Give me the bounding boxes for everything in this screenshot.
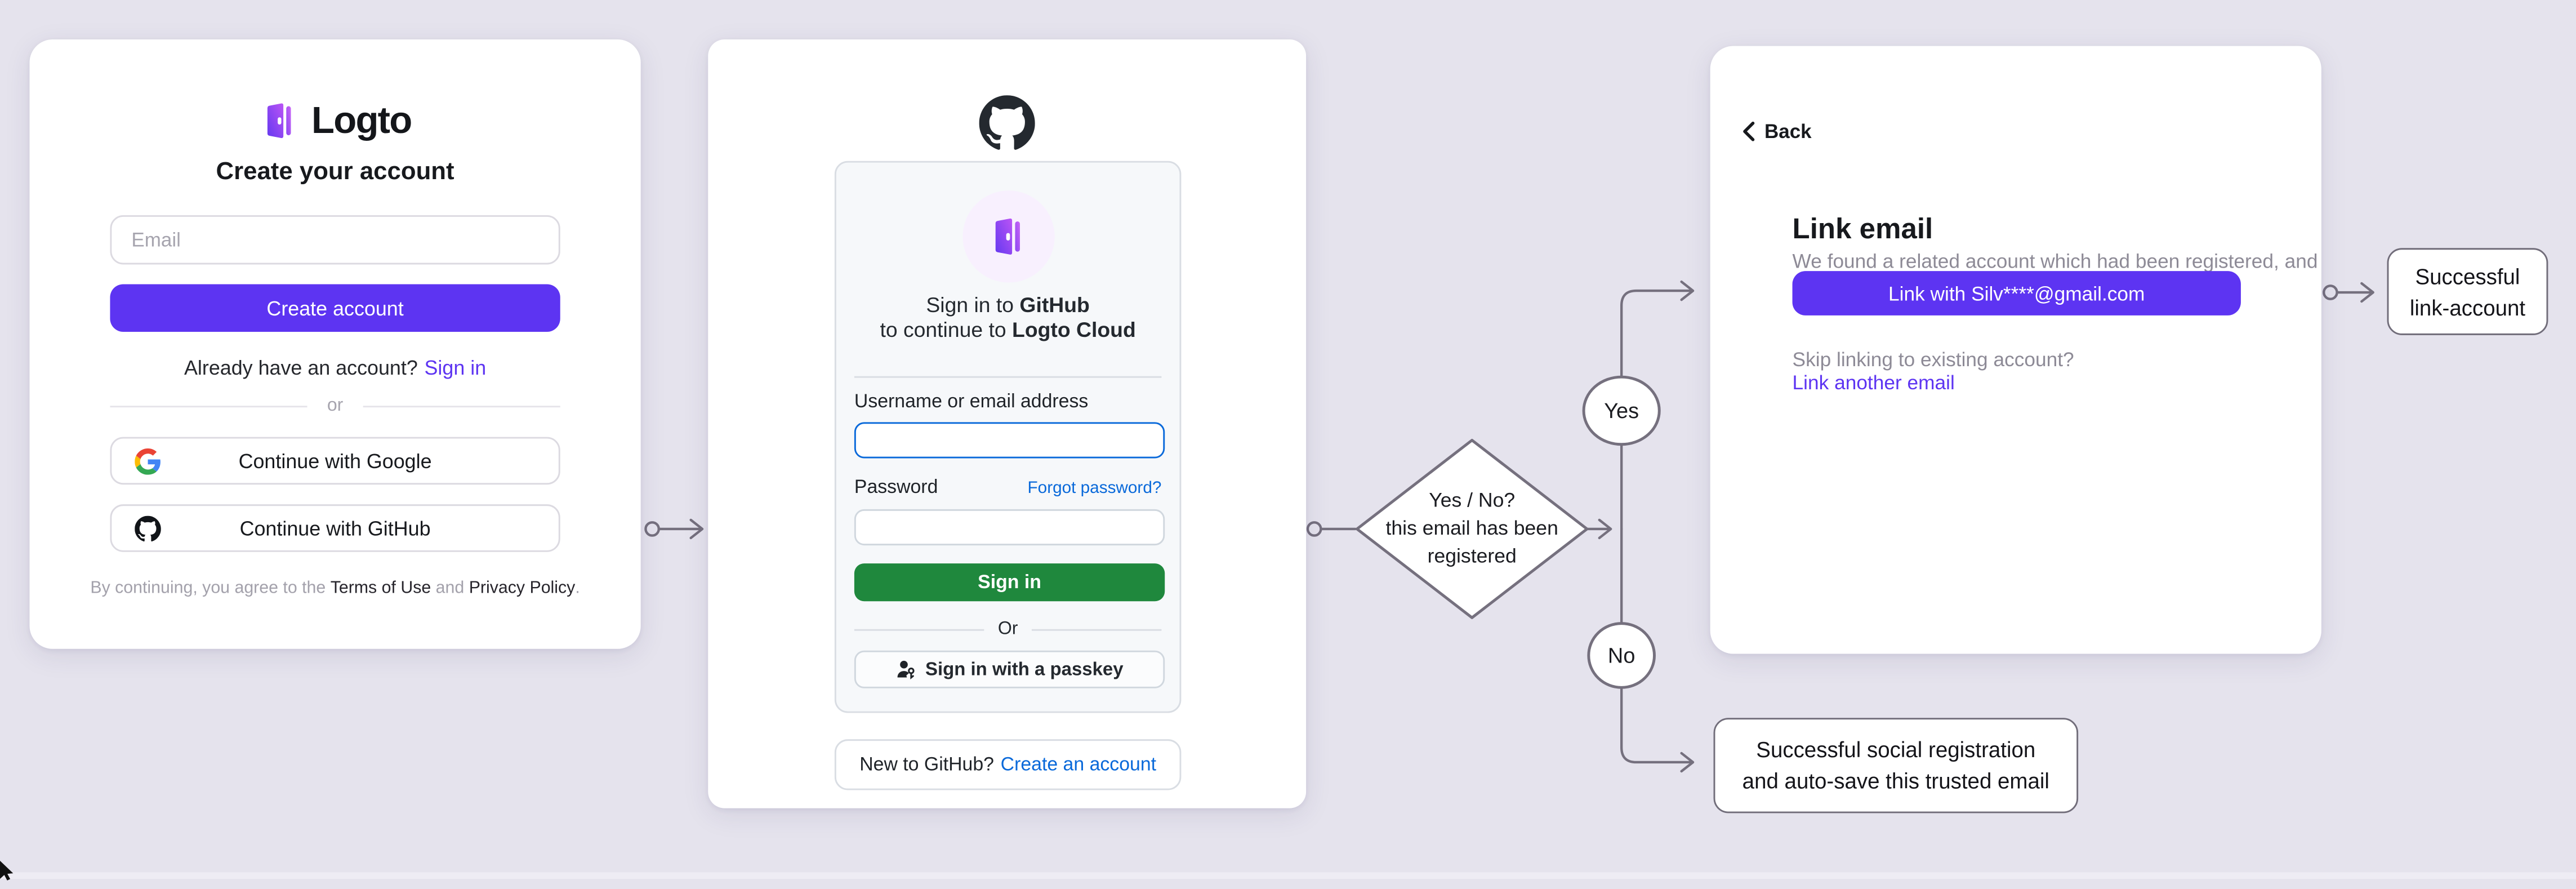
connector-decision-to-trunk — [1585, 518, 1612, 540]
signup-title: Create your account — [216, 157, 454, 186]
username-input[interactable] — [854, 422, 1165, 459]
outcome-link-account-box: Successful link-account — [2387, 248, 2548, 335]
connector-link-to-outcome — [2323, 282, 2374, 303]
link-email-panel: Back Link email We found a related accou… — [1710, 46, 2321, 654]
password-label: Password — [854, 476, 938, 498]
github-signin-panel: Sign in to GitHub to continue to Logto C… — [708, 39, 1307, 808]
github-signin-button[interactable]: Sign in — [854, 563, 1165, 602]
connector-yes-branch — [1620, 280, 1695, 531]
terms-prefix: By continuing, you agree to the — [90, 580, 331, 598]
github-or-label: Or — [997, 619, 1018, 639]
no-node-label: No — [1607, 643, 1635, 668]
github-footer-card: New to GitHub? Create an account — [834, 739, 1182, 790]
heading-line2-bold: Logto Cloud — [1012, 317, 1136, 342]
no-node — [1587, 622, 1656, 689]
passkey-icon — [895, 659, 917, 680]
link-another-email-link[interactable]: Link another email — [1792, 371, 1955, 394]
back-label: Back — [1764, 119, 1812, 143]
card-divider — [854, 376, 1162, 378]
create-github-account-link[interactable]: Create an account — [1000, 754, 1157, 776]
logto-logo-icon — [259, 100, 300, 141]
heading-line1-prefix: Sign in to — [926, 292, 1020, 317]
terms-and: and — [431, 580, 469, 598]
decision-label: Yes / No? this email has been registered — [1349, 487, 1595, 571]
continue-github-label: Continue with GitHub — [239, 517, 431, 540]
connector-github-to-decision — [1306, 521, 1357, 537]
email-input[interactable] — [110, 215, 560, 265]
continue-google-button[interactable]: Continue with Google — [110, 437, 560, 485]
outcome-link-line2: link-account — [2409, 295, 2526, 320]
outcome-social-line2: and auto-save this trusted email — [1742, 768, 2049, 794]
connector-signup-to-github — [644, 518, 704, 540]
or-divider-label: or — [327, 395, 344, 416]
skip-question: Skip linking to existing account? — [1792, 348, 2074, 371]
heading-line2-prefix: to continue to — [880, 317, 1013, 342]
connector-no-branch — [1620, 527, 1695, 773]
continue-google-label: Continue with Google — [238, 449, 432, 473]
github-login-card: Sign in to GitHub to continue to Logto C… — [834, 161, 1182, 713]
passkey-button[interactable]: Sign in with a passkey — [854, 650, 1165, 688]
outcome-social-registration-box: Successful social registration and auto-… — [1713, 718, 2079, 814]
back-button[interactable]: Back — [1741, 120, 1812, 143]
or-divider: or — [110, 396, 560, 416]
link-with-email-button[interactable]: Link with Silv****@gmail.com — [1792, 271, 2241, 315]
signin-prompt: Already have an account? — [184, 356, 418, 380]
yes-node — [1582, 375, 1661, 446]
github-icon — [135, 515, 161, 541]
new-to-github-prompt: New to GitHub? — [859, 754, 994, 776]
terms-of-use-link[interactable]: Terms of Use — [330, 580, 431, 598]
terms-text: By continuing, you agree to the Terms of… — [59, 578, 611, 601]
logto-wordmark: Logto — [311, 98, 412, 141]
chevron-left-icon — [1741, 121, 1756, 141]
github-or-divider: Or — [854, 619, 1162, 639]
password-row: Password Forgot password? — [854, 477, 1161, 498]
decision-line3: registered — [1427, 544, 1517, 568]
mouse-cursor — [0, 859, 16, 888]
decision-line1: Yes / No? — [1429, 488, 1516, 512]
link-email-title: Link email — [1792, 212, 1933, 245]
username-label: Username or email address — [854, 390, 1089, 412]
logto-logo: Logto — [30, 99, 641, 143]
privacy-policy-link[interactable]: Privacy Policy — [469, 580, 576, 598]
outcome-social-line1: Successful social registration — [1756, 737, 2036, 762]
google-icon — [135, 447, 161, 474]
signin-row: Already have an account?Sign in — [30, 357, 641, 380]
decision-line2: this email has been — [1385, 517, 1558, 540]
description-line1: We found a related account which had bee… — [1792, 250, 2318, 273]
github-logo-icon — [979, 95, 1035, 151]
signin-link[interactable]: Sign in — [424, 356, 487, 380]
logto-signup-panel: Logto Create your account Create account… — [29, 39, 641, 649]
logto-app-avatar — [961, 190, 1054, 283]
github-signin-heading: Sign in to GitHub to continue to Logto C… — [836, 292, 1180, 341]
password-input[interactable] — [854, 509, 1165, 546]
passkey-label: Sign in with a passkey — [925, 659, 1124, 679]
outcome-link-line1: Successful — [2415, 264, 2520, 288]
forgot-password-link[interactable]: Forgot password? — [1027, 479, 1162, 498]
yes-node-label: Yes — [1604, 398, 1639, 423]
terms-suffix: . — [575, 580, 580, 598]
create-account-button[interactable]: Create account — [110, 284, 560, 332]
continue-github-button[interactable]: Continue with GitHub — [110, 504, 560, 552]
bottom-strip — [0, 872, 2576, 879]
heading-line1-bold: GitHub — [1019, 292, 1090, 317]
